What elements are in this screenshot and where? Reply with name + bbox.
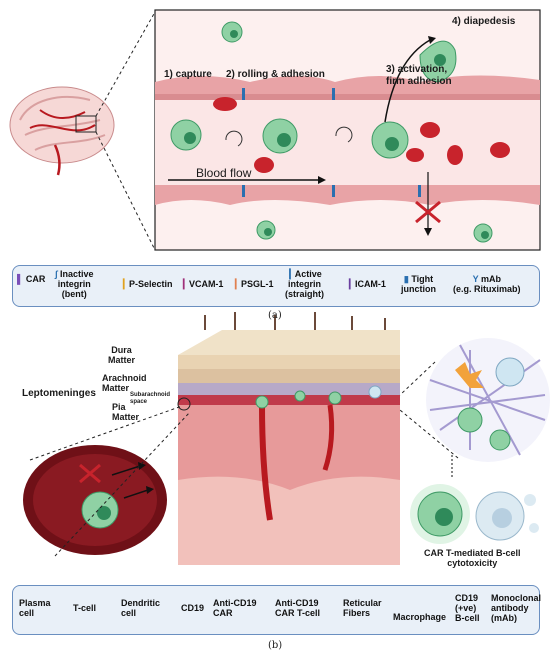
meninges-block xyxy=(178,312,400,565)
reticular-inset xyxy=(426,338,550,462)
arachnoid-matter-label: Arachnoid Matter xyxy=(102,373,147,393)
legend-a-psgl: ┃ PSGL-1 xyxy=(233,279,274,289)
legend-b-cd19: CD19 xyxy=(181,603,205,613)
legend-a-inactive-integrin: ∫ Inactive integrin (bent) xyxy=(55,269,94,299)
brain-illustration xyxy=(9,86,115,176)
step-rolling-label: 2) rolling & adhesion xyxy=(226,69,325,80)
legend-a-vcam: ┃ VCAM-1 xyxy=(181,279,224,289)
pia-matter-label: Pia Matter xyxy=(112,402,140,422)
blocked-mab-x-icon xyxy=(79,463,101,484)
step-activation-label-line2: firm adhesion xyxy=(386,76,452,87)
legend-b-anti-cd19-car: Anti-CD19 CAR xyxy=(213,598,257,618)
cytotoxicity-illustration xyxy=(410,484,539,544)
legend-a-active-integrin: ┃ Active integrin (straight) xyxy=(285,269,324,299)
legend-a: ▌ CAR ∫ Inactive integrin (bent) ┃ P-Sel… xyxy=(12,265,540,307)
legend-b-macrophage: Macrophage xyxy=(393,612,447,622)
vessel-wall-top xyxy=(155,75,540,100)
cytotoxicity-label: CAR T-mediated B-cell cytotoxicity xyxy=(424,548,521,568)
legend-b-monoclonal-antibody: Monoclonal antibody (mAb) xyxy=(491,593,541,623)
diapedesis-arrow-icon xyxy=(384,39,431,123)
legend-a-mab: Y mAb (e.g. Rituximab) xyxy=(453,274,521,294)
legend-a-car: ▌ CAR xyxy=(17,274,46,284)
vessel-wall-bottom xyxy=(155,185,540,205)
step-activation-label-line1: 3) activation, xyxy=(386,64,448,75)
legend-b-t-cell: T-cell xyxy=(73,603,97,613)
zoom-line-top xyxy=(95,11,156,117)
rolling-arrow-icon-2 xyxy=(335,126,353,143)
legend-b-car-t-cell: Anti-CD19 CAR T-cell xyxy=(275,598,321,618)
legend-b: Plasma cell T-cell Dendritic cell CD19 A… xyxy=(12,585,541,635)
rolling-arrow-icon xyxy=(225,130,243,147)
legend-b-plasma-cell: Plasma cell xyxy=(19,598,51,618)
block-x-icon xyxy=(415,200,441,224)
leptomeninges-label: Leptomeninges xyxy=(22,388,96,399)
vessel-cross-section xyxy=(23,445,167,555)
vessel-lumen xyxy=(155,100,540,185)
legend-a-tight-junction: ▮ Tight junction xyxy=(401,274,436,294)
caption-a: (a) xyxy=(268,310,282,321)
meninges-cells xyxy=(255,385,382,409)
legend-a-p-selectin: ┃ P-Selectin xyxy=(121,279,173,289)
legend-b-dendritic-cell: Dendritic cell xyxy=(121,598,161,618)
step-capture-label: 1) capture xyxy=(164,69,212,80)
step-diapedesis-label: 4) diapedesis xyxy=(452,16,516,27)
subarachnoid-space-label: Subarachnoid space xyxy=(130,392,171,405)
tight-junctions xyxy=(242,88,421,197)
red-blood-cells xyxy=(213,97,510,173)
legend-b-reticular-fibers: Reticular Fibers xyxy=(343,598,382,618)
zoom-line-bottom xyxy=(95,131,156,251)
legend-a-icam: ┃ ICAM-1 xyxy=(347,279,386,289)
dura-matter-label: Dura Matter xyxy=(108,345,136,365)
blood-flow-label: Blood flow xyxy=(196,166,252,180)
legend-b-b-cell: CD19 (+ve) B-cell xyxy=(455,593,480,623)
t-cells xyxy=(170,21,493,243)
caption-b: (b) xyxy=(268,640,283,651)
